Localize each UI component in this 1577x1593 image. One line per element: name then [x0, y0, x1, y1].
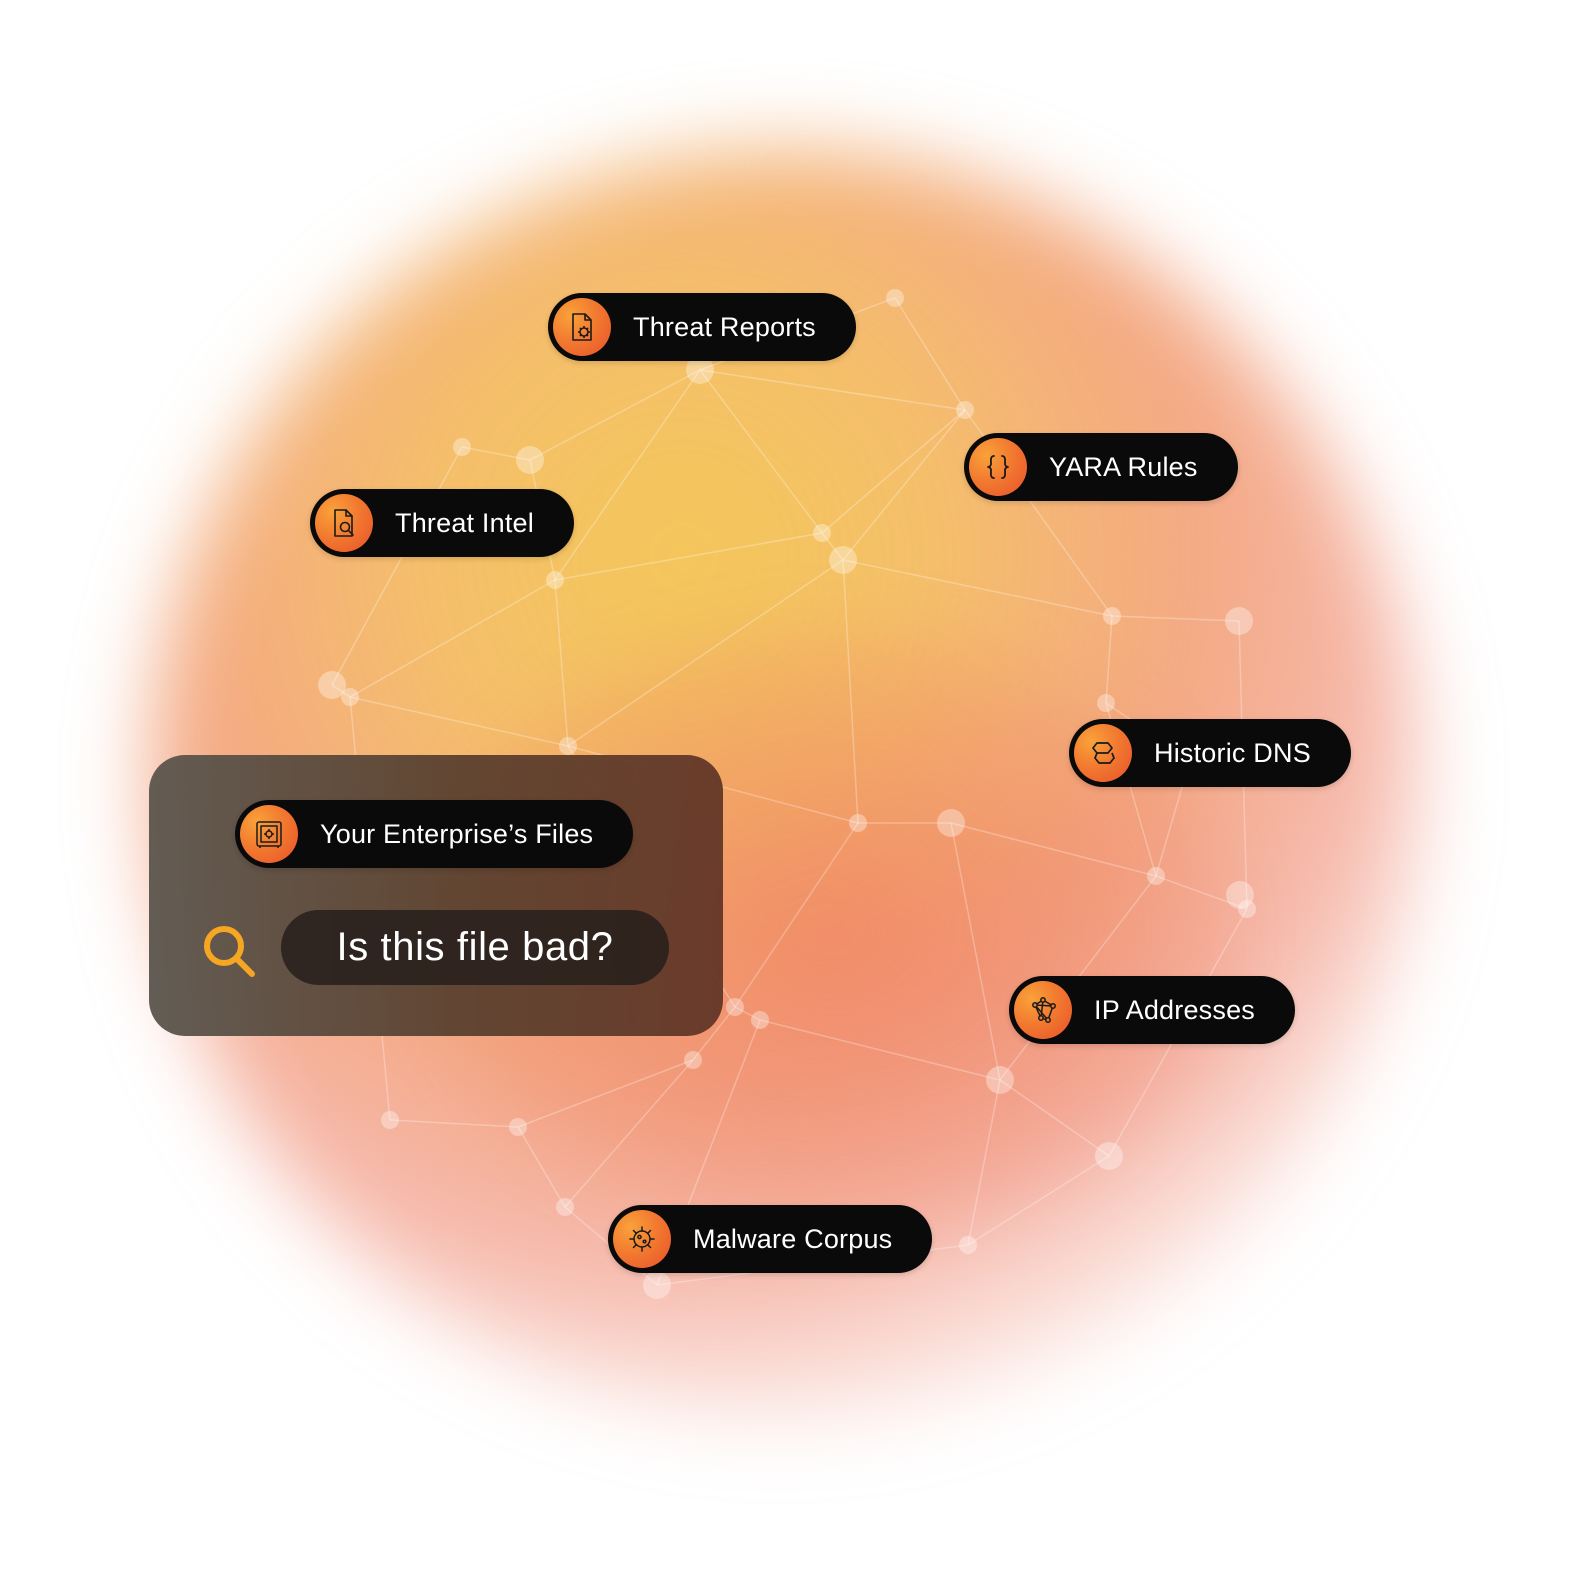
- curly-braces-icon: [969, 438, 1027, 496]
- network-edge: [517, 1059, 694, 1128]
- network-node: [516, 446, 544, 474]
- network-edge: [389, 1119, 519, 1128]
- network-node: [643, 1271, 671, 1299]
- network-edge: [967, 1079, 1001, 1246]
- chip-enterprise-files: Your Enterprise’s Files: [235, 800, 634, 868]
- network-node: [559, 737, 577, 755]
- network-edge: [950, 822, 1157, 877]
- network-edge: [692, 1006, 736, 1061]
- document-virus-icon: [553, 298, 611, 356]
- network-node: [1095, 1142, 1123, 1170]
- chip-threat-reports: Threat Reports: [548, 293, 856, 361]
- network-node: [1226, 881, 1254, 909]
- network-node: [886, 289, 904, 307]
- network-node: [986, 1066, 1014, 1094]
- network-node: [813, 524, 831, 542]
- network-edge: [554, 579, 569, 747]
- network-edge: [529, 369, 701, 461]
- network-node: [726, 998, 744, 1016]
- network-node: [453, 438, 471, 456]
- network-node: [751, 1011, 769, 1029]
- network-node: [341, 688, 359, 706]
- chip-historic-dns: Historic DNS: [1069, 719, 1351, 787]
- network-edge: [821, 532, 844, 561]
- network-edge: [331, 684, 351, 698]
- network-edge: [461, 446, 531, 461]
- chip-malware-corpus: Malware Corpus: [608, 1205, 933, 1273]
- network-edge: [842, 409, 966, 561]
- query-input[interactable]: Is this file bad?: [281, 910, 669, 985]
- search-icon: [204, 926, 255, 977]
- network-edge: [1105, 615, 1113, 704]
- network-edge: [759, 1019, 1001, 1081]
- network-edge: [349, 579, 556, 698]
- network-node: [956, 401, 974, 419]
- virus-icon: [613, 1210, 671, 1268]
- network-node: [1103, 607, 1121, 625]
- chip-label: Malware Corpus: [693, 1223, 893, 1254]
- network-edge: [821, 409, 966, 534]
- document-search-icon: [315, 494, 373, 552]
- network-node: [381, 1111, 399, 1129]
- network-edge: [554, 532, 823, 581]
- chip-label: Historic DNS: [1154, 737, 1311, 768]
- network-node: [1238, 900, 1256, 918]
- network-node: [684, 1051, 702, 1069]
- network-edge: [564, 1059, 694, 1208]
- network-edge: [349, 696, 569, 747]
- network-node: [849, 814, 867, 832]
- vault-icon: [240, 805, 298, 863]
- network-edge: [734, 822, 859, 1008]
- network-node: [556, 1198, 574, 1216]
- network-node: [1097, 694, 1115, 712]
- chip-label: YARA Rules: [1049, 451, 1198, 482]
- network-edge: [1111, 615, 1240, 622]
- network-node: [318, 671, 346, 699]
- network-edge: [699, 369, 823, 534]
- network-edge: [950, 822, 1001, 1081]
- network-node: [686, 356, 714, 384]
- chip-yara-rules: YARA Rules: [964, 433, 1238, 501]
- chip-ip-addresses: IP Addresses: [1009, 976, 1295, 1044]
- network-node: [937, 809, 965, 837]
- query-panel: [149, 755, 723, 1036]
- network-edge: [699, 369, 966, 411]
- network-edge: [554, 369, 701, 581]
- chip-label: IP Addresses: [1094, 994, 1255, 1025]
- network-edge: [842, 559, 1113, 617]
- network-edge: [331, 446, 463, 686]
- network-edge: [967, 1155, 1110, 1246]
- network-edge: [567, 559, 844, 747]
- network-node: [829, 546, 857, 574]
- network-node: [546, 571, 564, 589]
- network-node: [1225, 607, 1253, 635]
- network-edge: [1155, 875, 1248, 910]
- network-edge: [894, 297, 966, 411]
- chip-label: Threat Reports: [633, 311, 816, 342]
- chip-label: Your Enterprise’s Files: [320, 818, 594, 849]
- network-edge: [734, 1006, 761, 1021]
- chip-label: Threat Intel: [395, 507, 534, 538]
- network-node: [959, 1236, 977, 1254]
- chip-threat-intel: Threat Intel: [310, 489, 574, 557]
- dns-icon: [1074, 724, 1132, 782]
- network-node: [509, 1118, 527, 1136]
- query-text: Is this file bad?: [336, 925, 614, 969]
- network-edge: [999, 1079, 1110, 1157]
- network-nodes-icon: [1014, 981, 1072, 1039]
- network-node: [1147, 867, 1165, 885]
- network-edge: [517, 1126, 566, 1208]
- network-edge: [842, 559, 859, 824]
